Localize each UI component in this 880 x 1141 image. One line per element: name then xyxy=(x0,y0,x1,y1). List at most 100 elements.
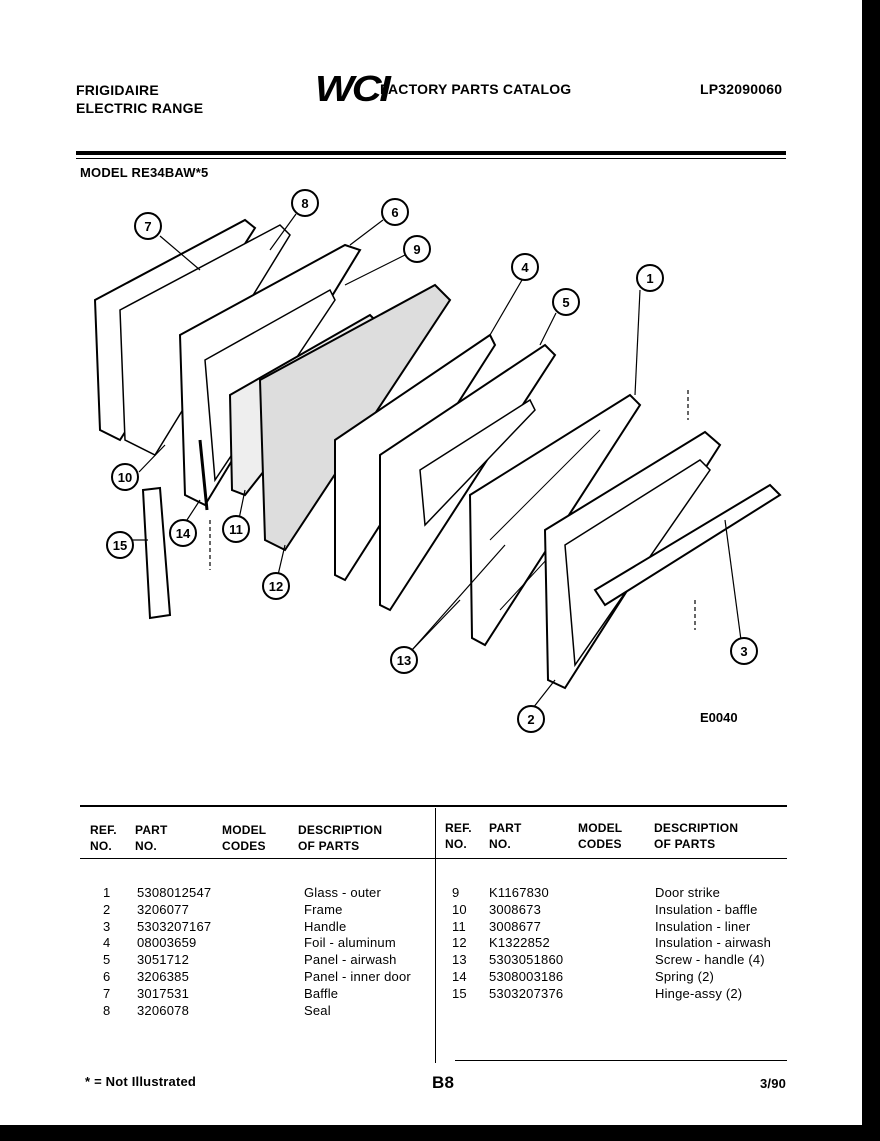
parts-row-part: 3206077 xyxy=(137,901,190,917)
callout-1 xyxy=(636,264,664,292)
callout-label-2: 2 xyxy=(527,712,534,727)
hinge-part xyxy=(141,486,172,620)
callout-label-11: 11 xyxy=(229,522,243,537)
parts-row-desc: Screw - handle (4) xyxy=(655,952,765,968)
parts-row-desc: Seal xyxy=(304,1002,331,1018)
parts-row-ref: 2 xyxy=(103,901,111,917)
parts-row-desc: Hinge-assy (2) xyxy=(655,985,743,1001)
table-header-rule xyxy=(80,858,787,859)
parts-row-desc: Foil - aluminum xyxy=(304,935,396,951)
parts-row-desc: Panel - inner door xyxy=(304,969,411,984)
table-divider xyxy=(435,808,436,1063)
parts-row-part: 5303051860 xyxy=(489,952,564,968)
model-number: MODEL RE34BAW*5 xyxy=(80,165,209,180)
callout-15 xyxy=(106,531,134,559)
callout-4 xyxy=(511,253,539,281)
callout-7 xyxy=(134,212,162,240)
handle-part xyxy=(593,483,782,607)
parts-row-ref: 6 xyxy=(103,969,111,984)
parts-row-ref: 13 xyxy=(452,952,467,968)
parts-row-desc: Glass - outer xyxy=(304,885,382,900)
parts-row-desc: Baffle xyxy=(304,985,339,1001)
callout-13 xyxy=(390,646,418,674)
table-top-rule xyxy=(80,805,787,807)
parts-row-desc: Insulation - baffle xyxy=(655,901,758,917)
callout-label-8: 8 xyxy=(301,196,308,211)
parts-row-part: 08003659 xyxy=(137,935,197,951)
header-ref-left: REF.NO. xyxy=(90,823,117,853)
parts-row-part: 3206078 xyxy=(137,1002,190,1018)
wci-logo: WCI xyxy=(315,68,391,109)
parts-row-part: 3051712 xyxy=(137,952,190,968)
header-rule-thin xyxy=(76,158,786,159)
parts-row-part: 3008677 xyxy=(489,918,542,934)
parts-row-part: 5303207376 xyxy=(489,985,564,1001)
parts-row-ref: 9 xyxy=(452,885,460,900)
figure-code: E0040 xyxy=(700,710,738,725)
callout-14 xyxy=(169,519,197,547)
not-illustrated-note: * = Not Illustrated xyxy=(85,1074,197,1089)
parts-row-ref: 3 xyxy=(103,918,111,934)
callout-8 xyxy=(291,189,319,217)
callout-2 xyxy=(517,705,545,733)
table-bottom-rule xyxy=(455,1060,787,1061)
parts-row-ref: 15 xyxy=(452,985,467,1001)
parts-row-ref: 5 xyxy=(103,952,111,968)
parts-row-ref: 1 xyxy=(103,885,111,900)
parts-row-part: K1167830 xyxy=(489,885,549,900)
parts-row-ref: 8 xyxy=(103,1002,111,1018)
parts-row-ref: 7 xyxy=(103,985,111,1001)
parts-row-desc: Door strike xyxy=(655,885,721,900)
callout-10 xyxy=(111,463,139,491)
parts-row-desc: Handle xyxy=(304,918,347,934)
catalog-sheet: FRIGIDAIRE ELECTRIC RANGE WCI FACTORY PA… xyxy=(0,0,862,1125)
page-number: B8 xyxy=(432,1073,455,1092)
callout-label-4: 4 xyxy=(521,260,529,275)
parts-row-ref: 11 xyxy=(452,918,466,934)
revision-date: 3/90 xyxy=(760,1076,787,1091)
header-rule xyxy=(76,151,786,155)
parts-row-desc: Spring (2) xyxy=(655,969,715,984)
parts-row-part: 5308003186 xyxy=(489,969,564,984)
callout-9 xyxy=(403,235,431,263)
parts-row-ref: 12 xyxy=(452,935,467,951)
callout-label-10: 10 xyxy=(118,470,132,485)
exploded-door-diagram: 7 8 6 9 4 5 1 10 14 11 15 12 13 3 2 E004… xyxy=(93,189,782,733)
callout-11 xyxy=(222,515,250,543)
catalog-number: LP32090060 xyxy=(700,81,783,97)
callout-label-7: 7 xyxy=(144,219,151,234)
spring-part xyxy=(198,439,209,511)
callout-label-15: 15 xyxy=(113,538,127,553)
callout-3 xyxy=(730,637,758,665)
parts-row-part: 3206385 xyxy=(137,969,190,984)
callout-label-5: 5 xyxy=(562,295,569,310)
parts-row-part: 5308012547 xyxy=(137,885,212,900)
catalog-title: FACTORY PARTS CATALOG xyxy=(380,81,572,97)
brand-name: FRIGIDAIRE xyxy=(76,82,159,98)
callout-label-6: 6 xyxy=(391,205,398,220)
appliance-type: ELECTRIC RANGE xyxy=(76,100,204,116)
parts-row-ref: 4 xyxy=(103,935,111,951)
parts-row-desc: Insulation - airwash xyxy=(655,935,771,951)
callout-label-13: 13 xyxy=(397,653,411,668)
parts-row-desc: Insulation - liner xyxy=(655,918,751,934)
parts-row-ref: 10 xyxy=(452,901,467,917)
callout-label-12: 12 xyxy=(269,579,283,594)
parts-row-part: 3008673 xyxy=(489,901,542,917)
callout-5 xyxy=(552,288,580,316)
callout-label-3: 3 xyxy=(740,644,747,659)
callout-label-14: 14 xyxy=(176,526,191,541)
parts-row-ref: 14 xyxy=(452,969,467,984)
parts-row-part: 5303207167 xyxy=(137,918,212,934)
parts-row-part: 3017531 xyxy=(137,985,190,1001)
callout-6 xyxy=(381,198,409,226)
callout-12 xyxy=(262,572,290,600)
parts-row-desc: Frame xyxy=(304,901,343,917)
